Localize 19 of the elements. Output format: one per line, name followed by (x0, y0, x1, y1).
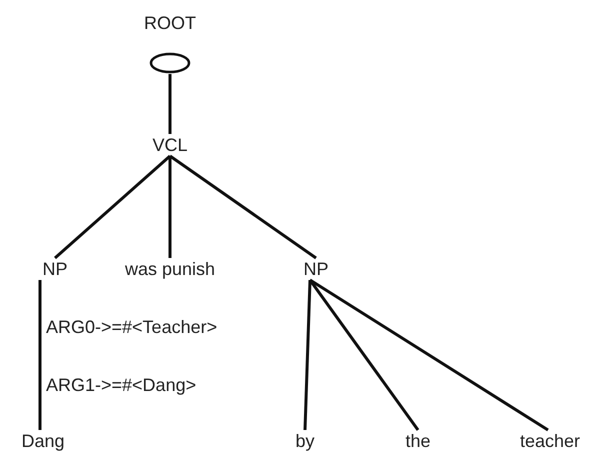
tree-branch-line (54, 154, 171, 260)
node-label: NP (42, 258, 68, 280)
node-label: by (295, 430, 314, 452)
tree-branch-line (168, 156, 172, 258)
node-label: VCL (152, 134, 188, 156)
tree-branch-line (309, 278, 549, 432)
tree-branch-line (168, 74, 172, 134)
node-label: Dang (21, 430, 65, 452)
node-label: ROOT (144, 12, 196, 34)
tree-branch-line (38, 280, 42, 430)
argument-label: ARG1->=#<Dang> (46, 374, 196, 396)
node-label: NP (303, 258, 328, 280)
tree-branch-line (308, 279, 420, 431)
node-label: was punish (124, 258, 216, 280)
argument-label: ARG0->=#<Teacher> (46, 316, 218, 338)
tree-branch-line (169, 154, 317, 260)
node-label: teacher (520, 430, 580, 452)
node-label: the (405, 430, 431, 452)
tree-branch-line (304, 280, 312, 430)
